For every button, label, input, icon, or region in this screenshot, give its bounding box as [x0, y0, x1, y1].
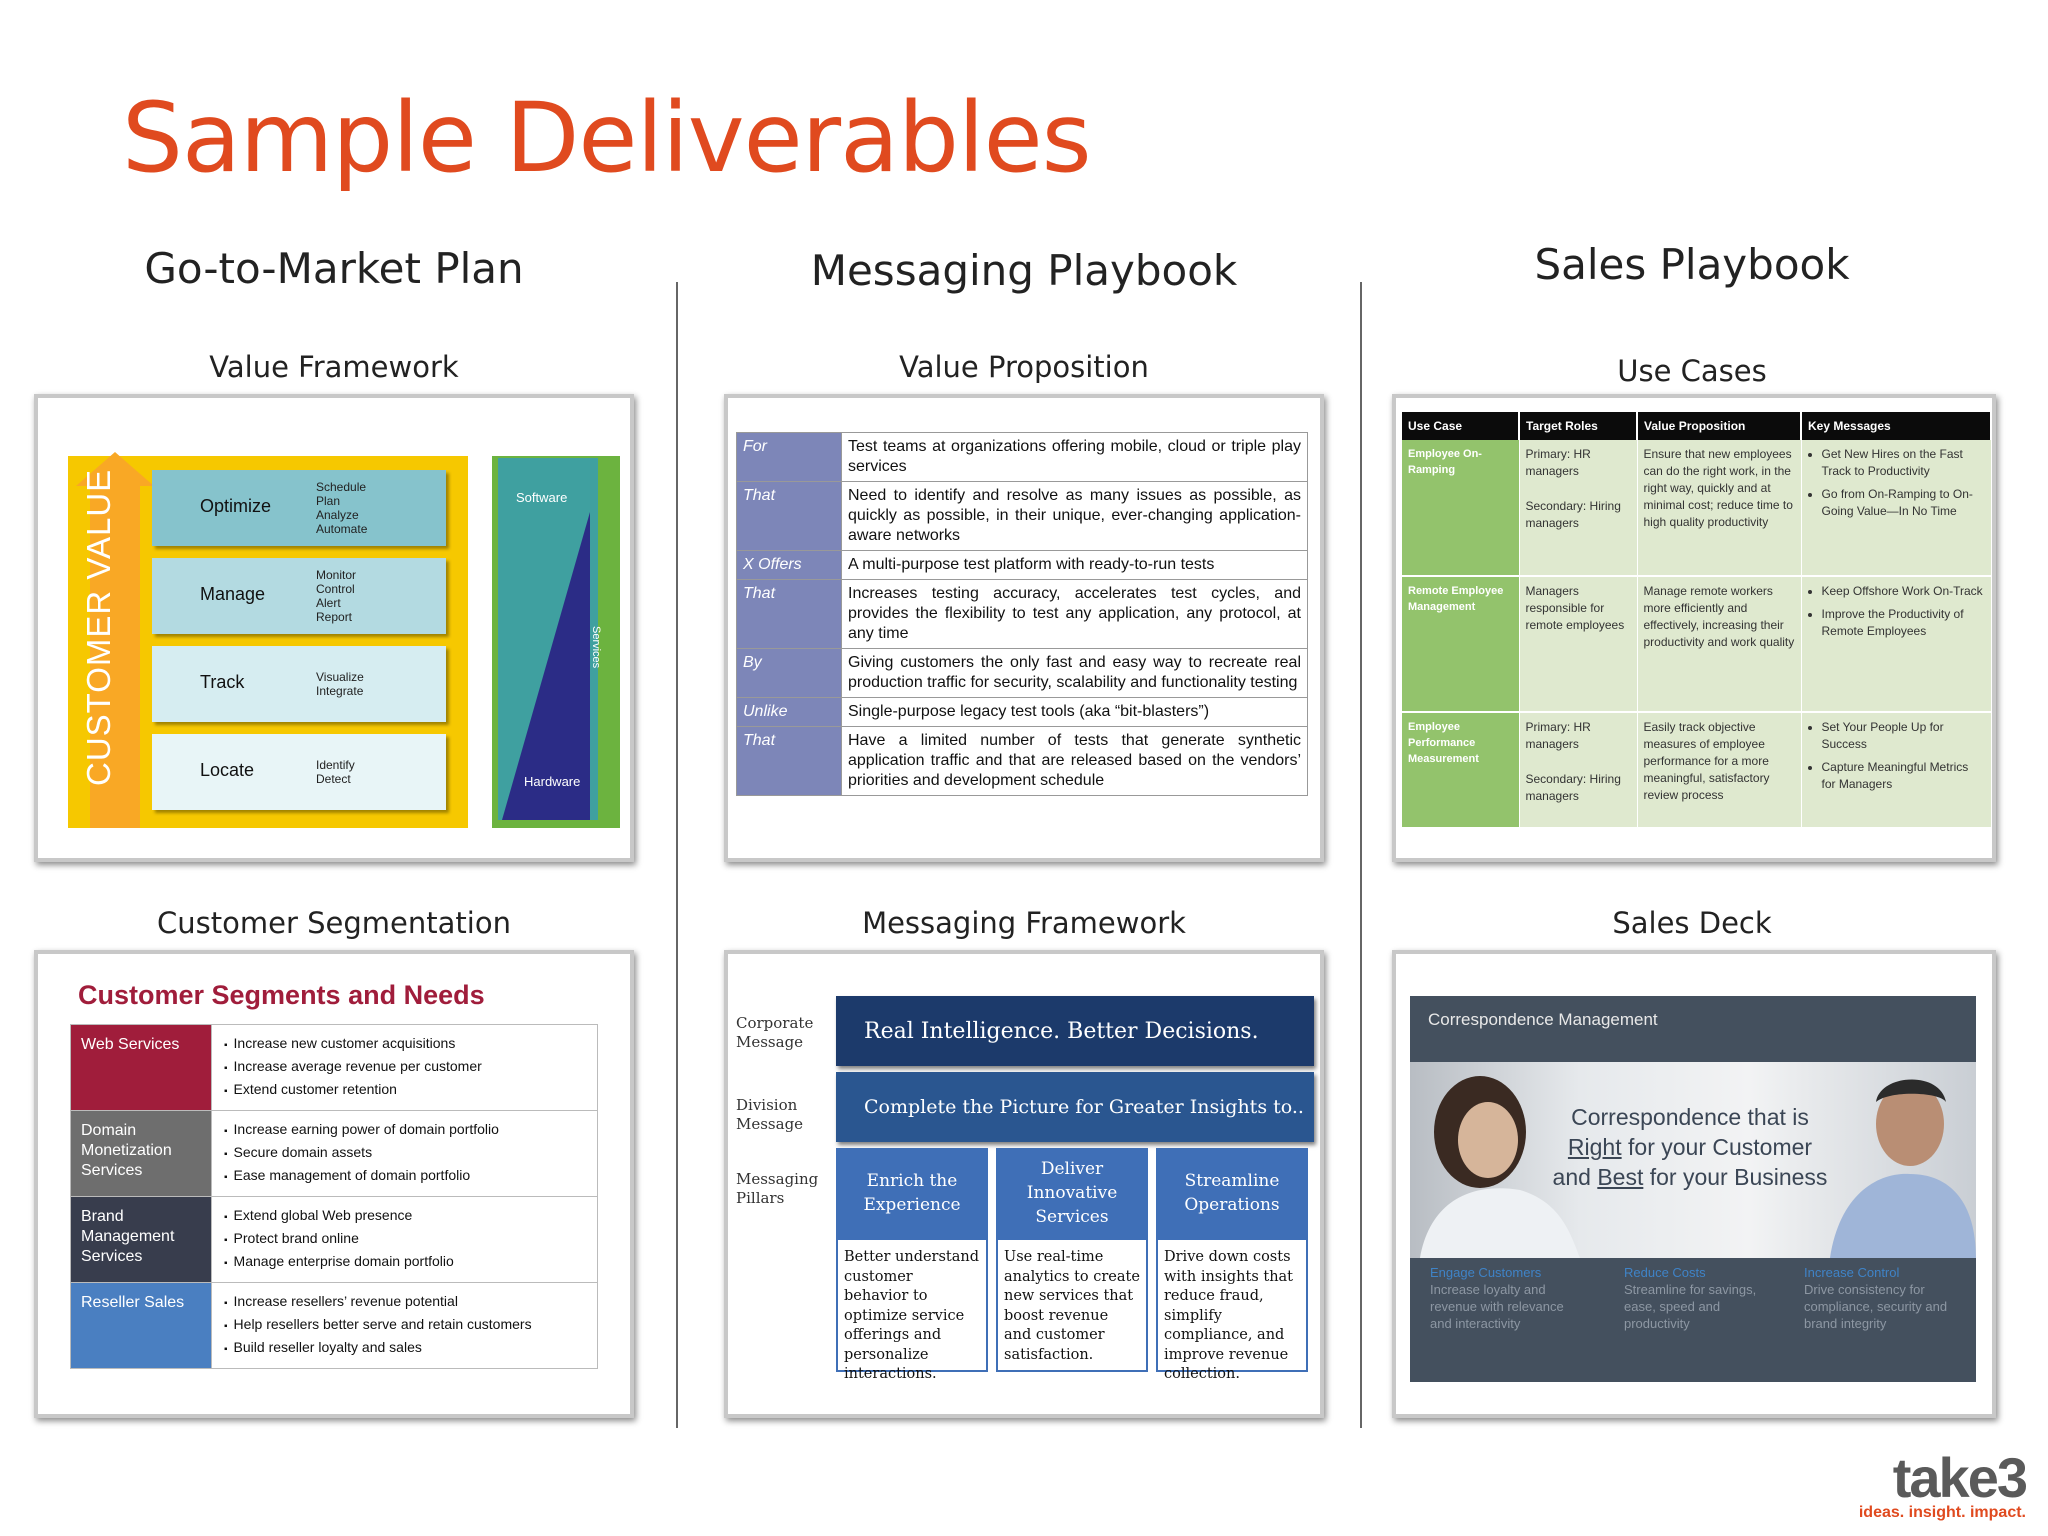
table-row: Employee Performance Measurement Primary… — [1402, 712, 1992, 829]
row-label: Optimize — [200, 496, 272, 516]
table-row: Reseller Sales Increase resellers’ reven… — [70, 1282, 598, 1369]
column-header: Use Case — [1402, 412, 1520, 440]
segments-title: Customer Segments and Needs — [78, 980, 485, 1010]
sales-deck-card: Correspondence Management Correspondence… — [1392, 950, 1996, 1418]
value-proposition-heading: Value Proposition — [899, 350, 1149, 384]
row-label: Manage — [200, 584, 266, 604]
software-label: Software — [516, 490, 568, 505]
division-message: Complete the Picture for Greater Insight… — [836, 1072, 1314, 1142]
customer-segmentation-heading: Customer Segmentation — [157, 906, 511, 940]
corporate-message-label: Corporate Message — [736, 1014, 814, 1051]
division-message-label: Division Message — [736, 1096, 804, 1133]
column-divider — [676, 282, 678, 1428]
customer-value-arrow — [76, 452, 154, 828]
pillar-description: Drive down costs with insights that redu… — [1156, 1238, 1308, 1382]
table-row: Domain Monetization Services Increase ea… — [70, 1110, 598, 1197]
column-heading-sales: Sales Playbook — [1534, 240, 1850, 289]
table-row: Brand Management Services Extend global … — [70, 1196, 598, 1283]
services-label: Services — [590, 626, 602, 669]
segments-table: Web Services Increase new customer acqui… — [70, 1024, 598, 1369]
column-header: Key Messages — [1801, 412, 1992, 440]
sales-deck-heading: Sales Deck — [1612, 906, 1772, 940]
pillar-streamline-operations: Streamline Operations — [1156, 1148, 1308, 1238]
messaging-framework-heading: Messaging Framework — [862, 906, 1186, 940]
use-cases-heading: Use Cases — [1617, 354, 1767, 388]
column-header: Target Roles — [1519, 412, 1638, 440]
messaging-framework-card: Corporate Message Division Message Messa… — [724, 950, 1324, 1418]
hardware-label: Hardware — [524, 774, 581, 789]
slide-photo: Correspondence that is Right for your Cu… — [1410, 1062, 1976, 1258]
slide-headline: Correspondence that is Right for your Cu… — [1552, 1104, 1828, 1190]
row-label: Track — [200, 672, 245, 692]
pillar-deliver-services: Deliver Innovative Services — [996, 1148, 1148, 1238]
customer-value-label: CUSTOMER VALUE — [80, 468, 117, 786]
table-row: Employee On-Ramping Primary: HR managers… — [1402, 440, 1992, 577]
row-label: Locate — [200, 760, 255, 780]
slide-header: Correspondence Management — [1410, 996, 1976, 1062]
page-title: Sample Deliverables — [122, 82, 1092, 194]
take3-logo: take3 ideas. insight. impact. — [1858, 1446, 2028, 1522]
column-heading-go-to-market: Go-to-Market Plan — [144, 244, 524, 293]
messaging-pillars-label: Messaging Pillars — [736, 1170, 819, 1207]
customer-segmentation-card: Customer Segments and Needs Web Services… — [34, 950, 634, 1418]
table-row: Web Services Increase new customer acqui… — [70, 1024, 598, 1111]
pillar-description: Use real-time analytics to create new se… — [996, 1238, 1148, 1372]
use-cases-table: Use Case Target Roles Value Proposition … — [1402, 412, 1992, 829]
table-row: Remote Employee Management Managers resp… — [1402, 576, 1992, 713]
people-photo — [1420, 1076, 1976, 1258]
software-hardware-panel — [492, 456, 620, 828]
pillar-description: Better understand customer behavior to o… — [836, 1238, 988, 1382]
use-cases-card: Use Case Target Roles Value Proposition … — [1392, 394, 1996, 862]
column-heading-messaging: Messaging Playbook — [810, 246, 1238, 295]
value-framework-heading: Value Framework — [209, 350, 459, 384]
corporate-message: Real Intelligence. Better Decisions. — [836, 996, 1314, 1066]
sales-deck-slide: Correspondence Management Correspondence… — [1410, 996, 1976, 1382]
column-header: Value Proposition — [1637, 412, 1802, 440]
column-divider — [1360, 282, 1362, 1428]
pillar-enrich-experience: Enrich the Experience — [836, 1148, 988, 1238]
